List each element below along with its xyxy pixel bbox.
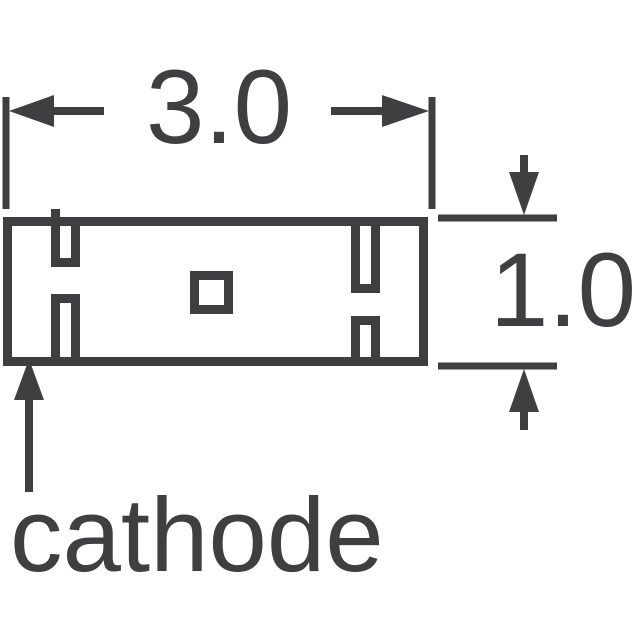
height-dimension-label: 1.0 bbox=[490, 232, 636, 349]
package-body-outline bbox=[3, 217, 428, 366]
right-terminal-anode bbox=[351, 221, 380, 366]
cathode-callout-group: cathode bbox=[10, 359, 384, 594]
right-terminal-upper-lead-outer bbox=[351, 221, 360, 293]
width-dimension-group: 3.0 bbox=[2, 49, 436, 209]
width-arrowhead-right bbox=[382, 95, 429, 127]
cathode-label: cathode bbox=[10, 477, 384, 594]
left-terminal-cathode bbox=[51, 209, 80, 366]
left-terminal-connector-upper bbox=[51, 258, 80, 267]
left-terminal-upper-stub bbox=[51, 209, 60, 267]
left-terminal-connector-lower bbox=[51, 294, 80, 303]
cathode-leader-arrowhead bbox=[14, 359, 44, 400]
right-terminal-connector-lower bbox=[351, 316, 380, 325]
height-dimension-group: 1.0 bbox=[438, 155, 636, 430]
right-terminal-upper-lead-inner bbox=[371, 221, 380, 293]
left-terminal-notch-wall bbox=[71, 221, 80, 267]
center-polarity-square bbox=[190, 271, 233, 314]
right-terminal-lower-stub bbox=[371, 316, 380, 366]
height-arrowhead-top bbox=[509, 172, 539, 215]
right-terminal-notch-wall bbox=[351, 316, 360, 366]
left-terminal-lower-lead-outer bbox=[71, 294, 80, 366]
width-dimension-label: 3.0 bbox=[146, 49, 292, 166]
package-body-group bbox=[3, 209, 428, 366]
left-terminal-lower-lead-inner bbox=[51, 294, 60, 366]
height-arrowhead-bottom bbox=[509, 369, 539, 412]
width-arrowhead-left bbox=[9, 95, 54, 127]
right-terminal-connector-upper bbox=[351, 284, 380, 293]
